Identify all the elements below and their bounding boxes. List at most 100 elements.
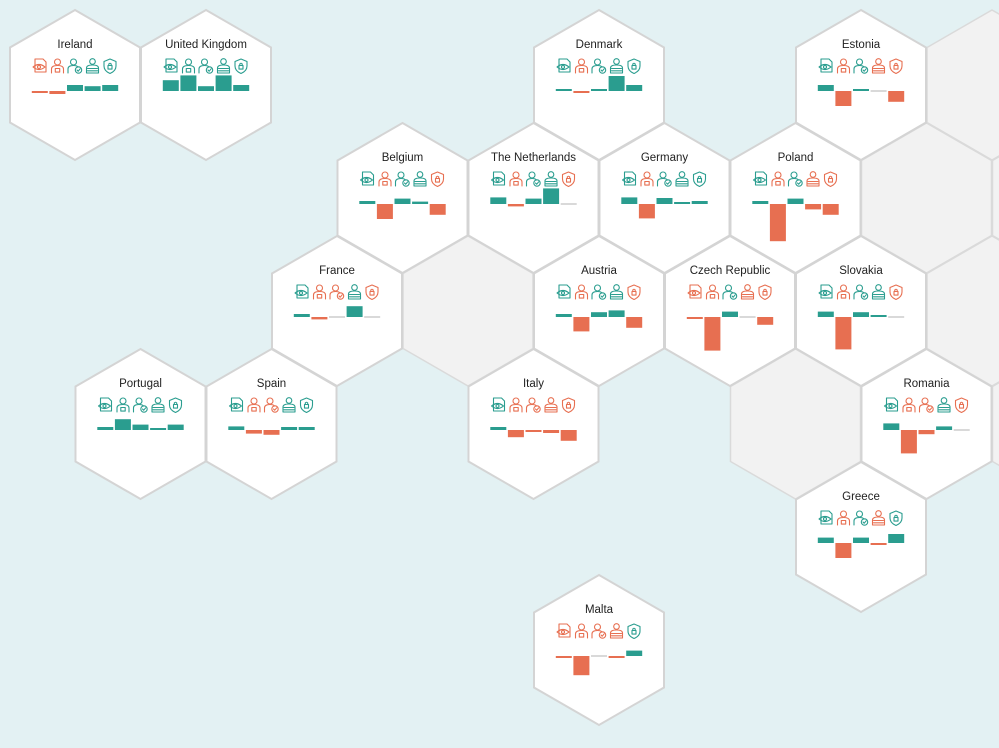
country-hex-italy[interactable]: Italy bbox=[467, 347, 600, 501]
bar-portugal-2 bbox=[114, 419, 131, 430]
country-hex-poland[interactable]: Poland bbox=[729, 121, 862, 275]
bar-united-kingdom-4 bbox=[215, 75, 232, 91]
country-hex-czech-republic[interactable]: Czech Republic bbox=[664, 234, 796, 388]
country-name: Portugal bbox=[119, 378, 162, 390]
country-hex-greece[interactable]: Greece bbox=[795, 460, 927, 614]
document-eye-icon bbox=[883, 397, 899, 412]
bar-malta-1 bbox=[555, 656, 572, 658]
bar-italy-5 bbox=[560, 430, 577, 441]
person-badge-icon bbox=[871, 284, 886, 300]
bar-united-kingdom-1 bbox=[162, 80, 179, 91]
country-hex-portugal[interactable]: Portugal bbox=[74, 347, 207, 501]
country-name: Poland bbox=[778, 152, 814, 164]
bar-romania-2 bbox=[900, 430, 917, 454]
document-eye-icon bbox=[752, 171, 768, 186]
person-lock-icon bbox=[574, 284, 589, 300]
hex-shape bbox=[467, 347, 600, 501]
bar-denmark-5 bbox=[626, 85, 643, 91]
country-hex-estonia[interactable]: Estonia bbox=[795, 8, 927, 162]
person-check-icon bbox=[591, 284, 607, 300]
person-lock-icon bbox=[836, 284, 851, 300]
person-badge-icon bbox=[216, 58, 231, 74]
person-check-icon bbox=[591, 58, 607, 74]
country-hex-germany[interactable]: Germany bbox=[598, 121, 731, 275]
country-hex-romania[interactable]: Romania bbox=[860, 347, 993, 501]
bar-belgium-1 bbox=[359, 201, 376, 204]
bar-slovakia-5 bbox=[888, 316, 905, 318]
shield-lock-icon bbox=[627, 284, 641, 301]
bar-poland-1 bbox=[752, 201, 769, 204]
bar-greece-2 bbox=[835, 543, 852, 558]
bar-malta-4 bbox=[608, 656, 625, 658]
bar-germany-5 bbox=[691, 201, 708, 204]
country-name: Belgium bbox=[382, 152, 424, 164]
bar-united-kingdom-3 bbox=[198, 86, 214, 91]
person-check-icon bbox=[853, 284, 869, 300]
country-hex-ireland[interactable]: Ireland bbox=[9, 8, 141, 162]
person-check-icon bbox=[591, 623, 607, 639]
country-hex-the-netherlands[interactable]: The Netherlands bbox=[467, 121, 600, 275]
person-lock-icon bbox=[509, 397, 523, 413]
country-name: Germany bbox=[641, 152, 689, 164]
country-name: The Netherlands bbox=[491, 152, 576, 164]
bar-malta-5 bbox=[626, 650, 643, 656]
person-badge-icon bbox=[937, 397, 951, 413]
country-name: Malta bbox=[585, 604, 614, 616]
country-name: Italy bbox=[523, 378, 544, 390]
shield-lock-icon bbox=[561, 171, 576, 188]
country-hex-france[interactable]: France bbox=[271, 234, 403, 388]
person-check-icon bbox=[329, 284, 345, 300]
country-hex-malta[interactable]: Malta bbox=[533, 573, 665, 727]
person-badge-icon bbox=[413, 171, 427, 187]
bar-spain-4 bbox=[281, 427, 298, 430]
bar-austria-5 bbox=[626, 317, 643, 328]
document-eye-icon bbox=[359, 171, 375, 186]
person-badge-icon bbox=[544, 397, 558, 413]
country-hex-united-kingdom[interactable]: United Kingdom bbox=[140, 8, 272, 162]
country-name: France bbox=[319, 265, 355, 277]
country-hex-austria[interactable]: Austria bbox=[533, 234, 665, 388]
bar-united-kingdom-2 bbox=[180, 75, 197, 91]
document-eye-icon bbox=[556, 284, 571, 299]
country-name: United Kingdom bbox=[165, 39, 247, 51]
bar-italy-1 bbox=[490, 427, 507, 430]
person-check-icon bbox=[525, 171, 541, 187]
bar-estonia-5 bbox=[888, 91, 905, 102]
bar-romania-1 bbox=[883, 423, 900, 430]
bar-italy-2 bbox=[507, 430, 524, 438]
bar-romania-5 bbox=[953, 429, 970, 431]
person-badge-icon bbox=[675, 171, 689, 187]
bar-belgium-2 bbox=[376, 204, 393, 219]
country-name: Slovakia bbox=[839, 265, 883, 277]
bar-belgium-3 bbox=[394, 198, 411, 204]
document-eye-icon bbox=[621, 171, 637, 186]
country-hex-slovakia[interactable]: Slovakia bbox=[795, 234, 927, 388]
bar-france-2 bbox=[311, 317, 328, 320]
bar-spain-1 bbox=[228, 426, 245, 430]
bar-belgium-4 bbox=[412, 201, 429, 204]
bar-germany-1 bbox=[621, 197, 638, 204]
person-badge-icon bbox=[151, 397, 165, 413]
person-badge-icon bbox=[544, 171, 558, 187]
person-lock-icon bbox=[836, 58, 851, 74]
bar-denmark-3 bbox=[591, 89, 607, 91]
document-eye-icon bbox=[556, 58, 571, 73]
bar-estonia-4 bbox=[870, 90, 887, 92]
document-eye-icon bbox=[163, 58, 178, 73]
person-lock-icon bbox=[574, 623, 589, 639]
bar-spain-3 bbox=[263, 430, 280, 435]
bar-ireland-4 bbox=[84, 86, 101, 91]
bar-czech-republic-4 bbox=[739, 316, 756, 318]
bar-portugal-5 bbox=[167, 424, 184, 430]
document-eye-icon bbox=[490, 397, 506, 412]
bar-the-netherlands-3 bbox=[525, 198, 542, 204]
bar-ireland-5 bbox=[102, 85, 119, 91]
bar-malta-3 bbox=[591, 655, 607, 657]
person-check-icon bbox=[722, 284, 738, 300]
country-hex-spain[interactable]: Spain bbox=[205, 347, 338, 501]
bar-slovakia-2 bbox=[835, 317, 852, 350]
shield-lock-icon bbox=[234, 58, 248, 75]
person-badge-icon bbox=[806, 171, 820, 187]
bar-greece-4 bbox=[870, 543, 887, 545]
blank-hex bbox=[991, 155, 999, 241]
